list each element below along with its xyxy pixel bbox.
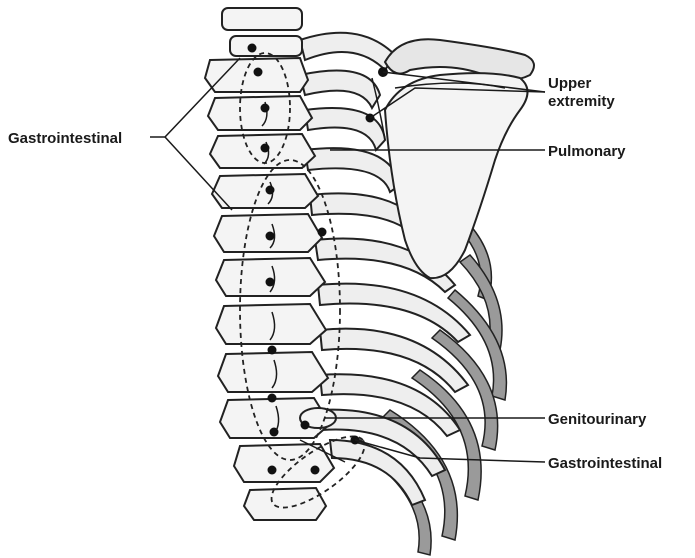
label-upper-extremity-2: extremity [548, 93, 615, 110]
label-gastrointestinal-right: Gastrointestinal [548, 455, 662, 472]
oval-upper-gi [239, 52, 291, 164]
leader-lines [150, 57, 546, 463]
ribs [298, 31, 472, 507]
label-upper-extremity-1: Upper [548, 75, 592, 92]
scapula [383, 72, 529, 280]
label-gastrointestinal-left: Gastrointestinal [8, 130, 122, 147]
label-genitourinary: Genitourinary [548, 411, 647, 428]
nerve-dots [247, 43, 388, 475]
label-pulmonary: Pulmonary [548, 143, 626, 160]
oval-gi-right [270, 435, 366, 509]
oval-lower-gi [239, 159, 341, 461]
clavicle [383, 38, 535, 81]
